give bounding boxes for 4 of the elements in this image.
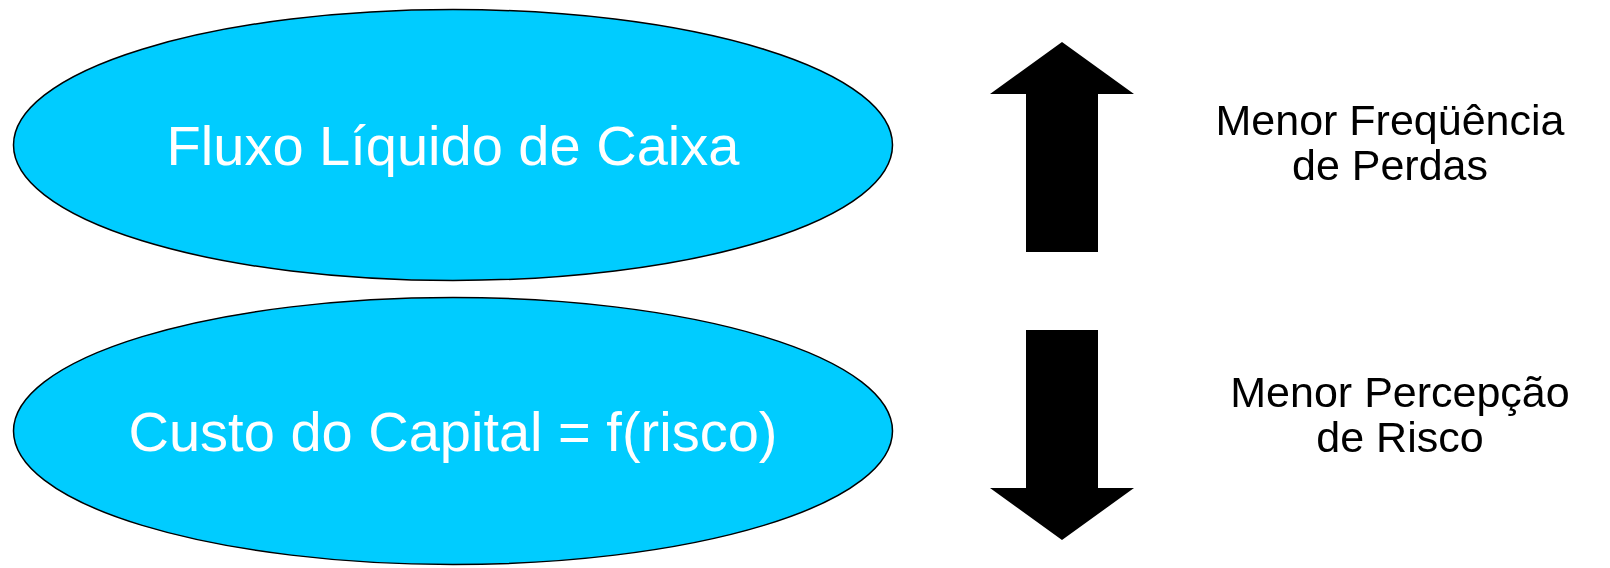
ellipse-text: Fluxo Líquido de Caixa [166, 112, 740, 178]
ellipse-text: Custo do Capital = f(risco) [128, 398, 778, 464]
arrow-caption: Menor Percepção de Risco [1229, 370, 1571, 461]
arrow-caption: Menor Freqüência de Perdas [1214, 98, 1566, 189]
